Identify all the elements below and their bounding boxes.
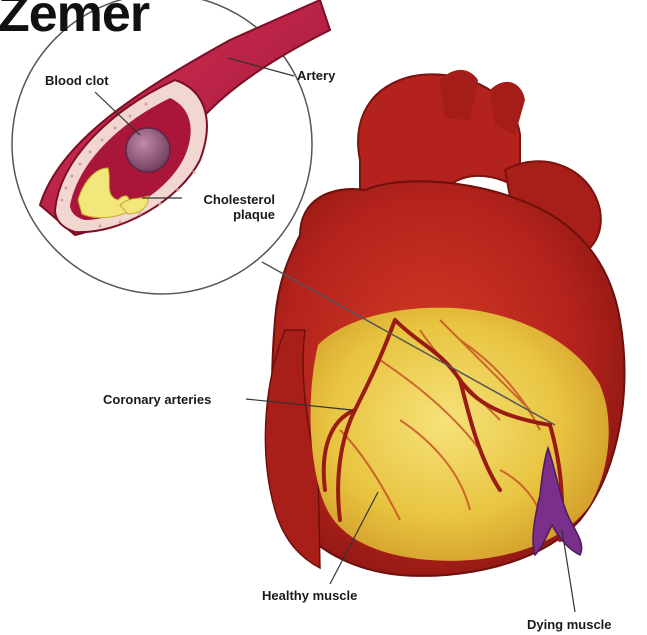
label-dying-muscle: Dying muscle [527, 617, 612, 632]
label-blood-clot: Blood clot [45, 73, 109, 88]
page-title: Zemer [0, 0, 149, 44]
label-cholesterol-line2: plaque [185, 207, 275, 222]
label-artery: Artery [297, 68, 335, 83]
blood-clot [126, 128, 170, 172]
heart [265, 70, 624, 576]
label-healthy-muscle: Healthy muscle [262, 588, 357, 603]
label-cholesterol-line1: Cholesterol [185, 192, 275, 207]
label-coronary-arteries: Coronary arteries [103, 392, 211, 407]
